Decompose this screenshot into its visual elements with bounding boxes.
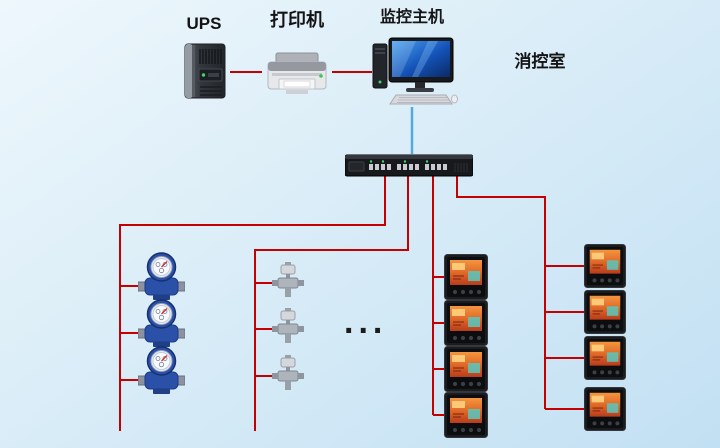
power-meter-icon [584, 290, 626, 334]
power-meter-icon [444, 346, 488, 392]
printer-label: 打印机 [270, 10, 324, 30]
power-meter-icon [444, 392, 488, 438]
power-meter-icon [444, 254, 488, 300]
power-meter-icon [584, 336, 626, 380]
power-meter-icon [584, 387, 626, 431]
power-meter-icon [584, 244, 626, 288]
water-meter-icon [138, 346, 185, 395]
water-meter-icon [138, 299, 185, 348]
water-meter-icon [138, 252, 185, 301]
ups-device-icon [184, 43, 226, 99]
control-room-label: 消控室 [514, 52, 566, 71]
valve-sensor-icon [272, 355, 304, 391]
bus-lines-red [119, 71, 586, 431]
power-meter-icon [444, 300, 488, 346]
valve-sensor-icon [272, 308, 304, 344]
valve-sensor-icon [272, 262, 304, 298]
data-collector-icon [345, 154, 473, 177]
monitor-host-icon [372, 37, 458, 105]
monitor-host-label: 监控主机 [379, 9, 444, 26]
printer-icon [267, 52, 327, 95]
ellipsis-label: ... [344, 303, 388, 341]
ups-label: UPS [186, 14, 222, 33]
